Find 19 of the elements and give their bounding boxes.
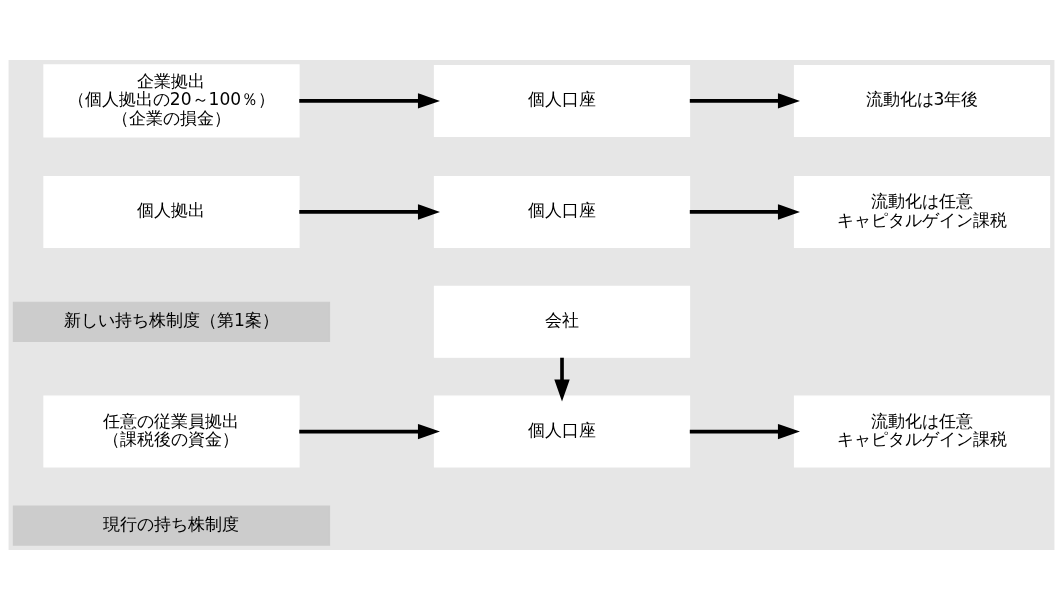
node-box: 会社: [433, 285, 691, 358]
node-box: 新しい持ち株制度（第1案）: [12, 301, 331, 342]
arrow: [554, 357, 570, 402]
arrow: [689, 93, 800, 109]
node-box: 個人口座: [433, 64, 691, 137]
node-box: 企業拠出 （個人拠出の20～100％） （企業の損金）: [43, 64, 300, 138]
arrow: [299, 93, 440, 109]
node-box: 現行の持ち株制度: [12, 505, 331, 546]
arrow: [689, 423, 800, 440]
node-box: 個人口座: [433, 175, 691, 248]
arrow: [299, 204, 440, 220]
node-box: 流動化は任意 キャピタルゲイン課税: [793, 395, 1051, 468]
node-box: 個人拠出: [43, 175, 300, 248]
node-box: 流動化は任意 キャピタルゲイン課税: [793, 175, 1051, 248]
node-box: 個人口座: [433, 395, 691, 468]
arrow: [299, 423, 440, 440]
node-box: 流動化は3年後: [793, 64, 1051, 137]
node-box: 任意の従業員拠出 （課税後の資金）: [43, 395, 300, 468]
arrow: [689, 204, 800, 220]
